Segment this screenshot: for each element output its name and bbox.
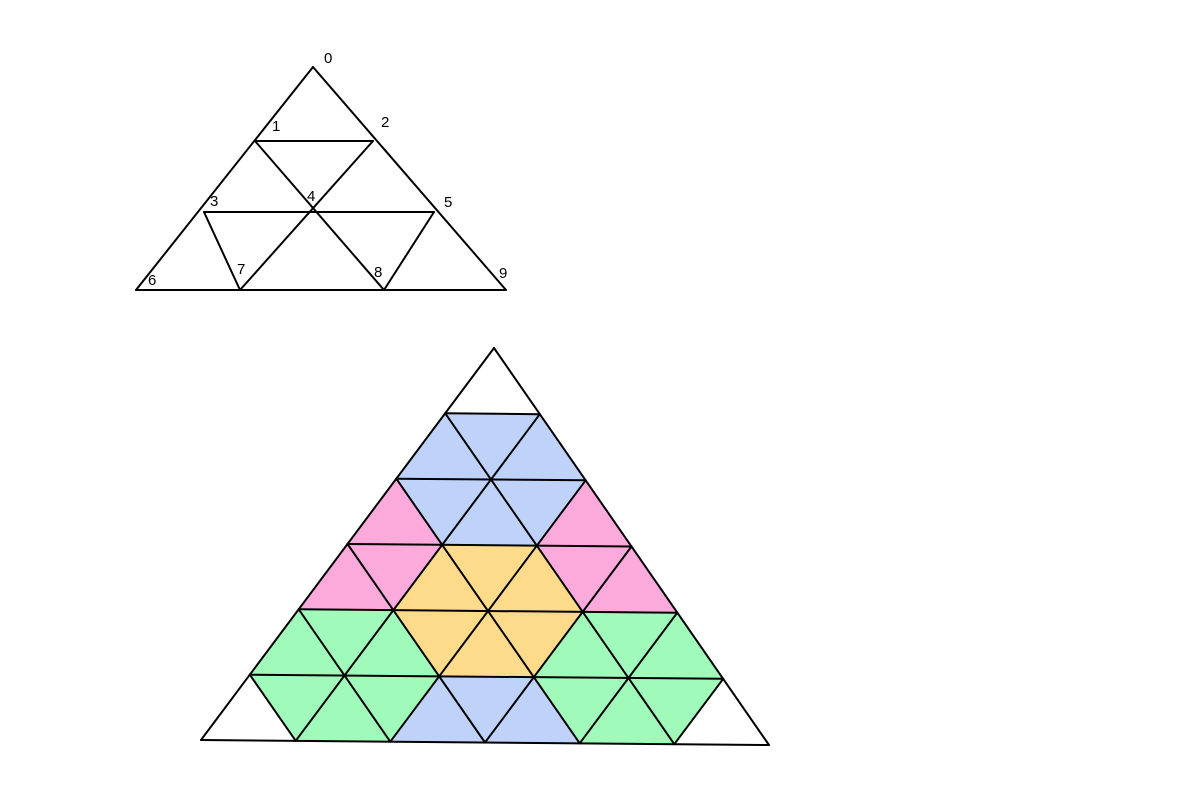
vertex-label-6: 6 [148, 272, 156, 289]
vertex-label-4: 4 [307, 188, 315, 205]
triangle-cell-blue [396, 478, 491, 545]
grid-line-diagonal [673, 677, 725, 746]
triangle-cell-blue [439, 676, 534, 743]
small-triangle-edge [312, 66, 507, 291]
triangle-cell-green [533, 677, 629, 744]
triangle-cell-green [628, 612, 724, 679]
triangle-cell-green [582, 611, 678, 678]
triangle-cell-yellow [393, 544, 488, 611]
triangle-cell-green [344, 675, 440, 742]
triangle-cell-white [445, 348, 540, 415]
triangle-cell-yellow [442, 544, 537, 611]
small-labeled-triangle: 0 1 2 3 4 5 6 7 8 9 [135, 50, 507, 291]
triangle-cell-pink [347, 478, 443, 545]
vertex-label-0: 0 [324, 50, 332, 67]
large-colored-triangle [200, 347, 770, 746]
vertex-label-7: 7 [237, 261, 245, 278]
vertex-label-3: 3 [210, 193, 218, 210]
grid-line-diagonal [484, 545, 633, 744]
grid-line-diagonal [389, 479, 587, 743]
grid-line-diagonal [444, 412, 676, 746]
triangle-cell-white [201, 674, 296, 741]
triangle-cell-blue [442, 479, 537, 546]
grid-line-diagonal [294, 413, 541, 742]
vertex-label-9: 9 [499, 265, 507, 282]
grid-line-diagonal [578, 611, 679, 745]
small-triangle-edge [203, 211, 241, 291]
vertex-label-2: 2 [381, 114, 389, 131]
triangle-cell-pink [582, 546, 678, 613]
triangle-cell-pink [536, 480, 632, 547]
triangle-cell-yellow [393, 610, 488, 677]
triangle-cell-pink [536, 545, 632, 612]
grid-line-diagonal [297, 608, 392, 743]
triangle-cell-blue [390, 676, 485, 743]
triangle-cell-white [674, 678, 769, 745]
small-triangle-edge [135, 66, 314, 291]
vertex-label-8: 8 [374, 264, 382, 281]
vertex-label-5: 5 [444, 194, 452, 211]
grid-line-diagonal [248, 673, 297, 742]
triangle-cell-blue [445, 413, 540, 480]
triangle-cell-green [628, 678, 724, 745]
vertex-label-1: 1 [272, 118, 280, 135]
triangle-cell-pink [298, 544, 394, 611]
triangle-cell-blue [491, 414, 586, 481]
small-triangle-edge [239, 140, 374, 291]
triangle-cell-blue [485, 677, 580, 744]
grid-line-horizontal [248, 673, 725, 680]
triangle-cell-green [295, 675, 391, 742]
triangle-cell-green [579, 678, 675, 745]
triangle-cell-green [344, 610, 440, 677]
grid-line-horizontal [346, 543, 633, 548]
small-triangle-edge [383, 211, 435, 291]
triangle-cell-green [249, 674, 345, 741]
triangle-cell-blue [491, 479, 586, 546]
triangle-cell-yellow [488, 611, 583, 678]
triangle-cell-green [249, 609, 345, 676]
triangle-cell-yellow [439, 611, 534, 678]
triangle-cell-yellow [488, 545, 583, 612]
small-triangle-edge [254, 140, 385, 291]
grid-line-horizontal [444, 412, 541, 416]
triangle-cell-green [298, 609, 394, 676]
triangle-cell-green [533, 611, 629, 678]
triangle-cell-blue [396, 413, 491, 480]
grid-line-diagonal [346, 543, 486, 744]
triangle-cell-pink [347, 544, 443, 611]
